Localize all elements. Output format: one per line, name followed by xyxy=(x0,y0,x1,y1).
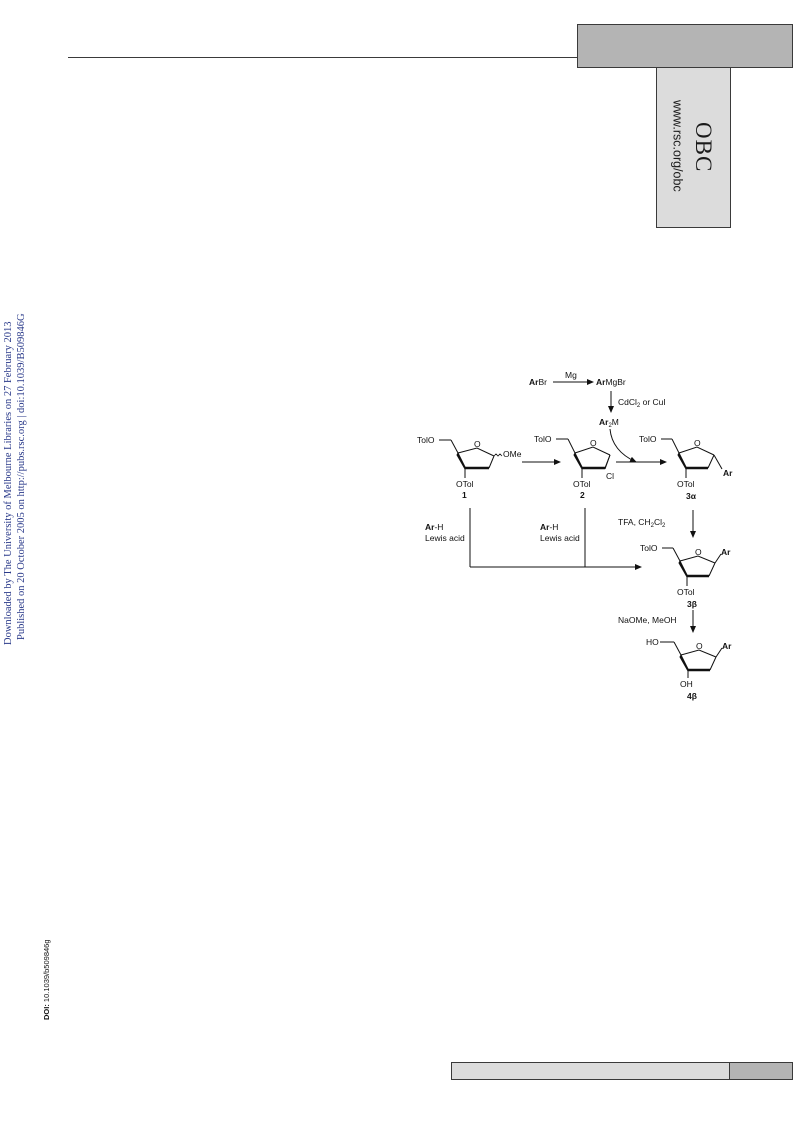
reaction-scheme: ArMgBr --> ArBr Mg ArMgBr CdCl2 or CuI A… xyxy=(417,370,733,701)
svg-text:Ar: Ar xyxy=(721,547,731,557)
svg-text:3β: 3β xyxy=(687,599,697,609)
journal-box xyxy=(656,68,731,228)
svg-text:O: O xyxy=(694,438,701,448)
doi-label: DOI: xyxy=(42,1004,51,1020)
svg-text:Cl: Cl xyxy=(606,471,614,481)
svg-text:2: 2 xyxy=(580,490,585,500)
svg-text:O: O xyxy=(696,641,703,651)
doi-value: 10.1039/b509846g xyxy=(42,939,51,1003)
svg-text:TolO: TolO xyxy=(534,434,552,444)
doi-stamp: DOI: 10.1039/b509846g xyxy=(42,939,51,1020)
step2-reagents: CdCl2 or CuI xyxy=(618,397,666,409)
friedel1-reagent: Ar-H xyxy=(425,522,443,532)
friedel2-catalyst: Lewis acid xyxy=(540,533,580,543)
organometal-curve-arrow xyxy=(609,428,637,463)
compound-3alpha: TolO O OTol Ar 3α xyxy=(639,434,733,501)
friedel2-reagent: Ar-H xyxy=(540,522,558,532)
organometal-label: Ar2M xyxy=(599,417,619,429)
journal-abbr: OBC xyxy=(691,122,716,173)
header-block xyxy=(577,24,793,68)
friedel1-catalyst: Lewis acid xyxy=(425,533,465,543)
footer-end-block xyxy=(730,1062,793,1080)
step1-product: ArMgBr xyxy=(596,377,626,387)
svg-text:4β: 4β xyxy=(687,691,697,701)
step1-reagent: Mg xyxy=(565,370,577,380)
svg-text:OTol: OTol xyxy=(677,587,695,597)
step1-reactant: ArBr xyxy=(529,377,547,387)
svg-text:OTol: OTol xyxy=(456,479,474,489)
svg-text:1: 1 xyxy=(462,490,467,500)
compound-4beta: HO O OH Ar 4β xyxy=(646,637,732,701)
journal-url: www.rsc.org/obc xyxy=(670,100,685,192)
compound-1: TolO O OTol OMe 1 xyxy=(417,435,522,500)
svg-text:OTol: OTol xyxy=(677,479,695,489)
svg-text:HO: HO xyxy=(646,637,659,647)
svg-text:TolO: TolO xyxy=(639,434,657,444)
svg-text:O: O xyxy=(474,439,481,449)
svg-text:3α: 3α xyxy=(686,491,697,501)
footer-bar xyxy=(451,1062,730,1080)
svg-text:OTol: OTol xyxy=(573,479,591,489)
svg-text:TolO: TolO xyxy=(640,543,658,553)
svg-text:OH: OH xyxy=(680,679,693,689)
anomerization-reagents: TFA, CH2Cl2 xyxy=(618,517,666,529)
svg-text:Ar: Ar xyxy=(723,468,733,478)
deprotection-reagents: NaOMe, MeOH xyxy=(618,615,677,625)
svg-text:TolO: TolO xyxy=(417,435,435,445)
header-rule xyxy=(68,57,577,58)
svg-text:OMe: OMe xyxy=(503,449,522,459)
download-stamp: Downloaded by The University of Melbourn… xyxy=(3,321,14,646)
svg-text:O: O xyxy=(590,438,597,448)
compound-3beta: TolO O OTol Ar 3β xyxy=(640,543,731,609)
compound-2: TolO O OTol Cl 2 xyxy=(534,434,614,500)
svg-text:Ar: Ar xyxy=(722,641,732,651)
published-stamp: Published on 20 October 2005 on http://p… xyxy=(16,313,27,640)
svg-text:O: O xyxy=(695,547,702,557)
